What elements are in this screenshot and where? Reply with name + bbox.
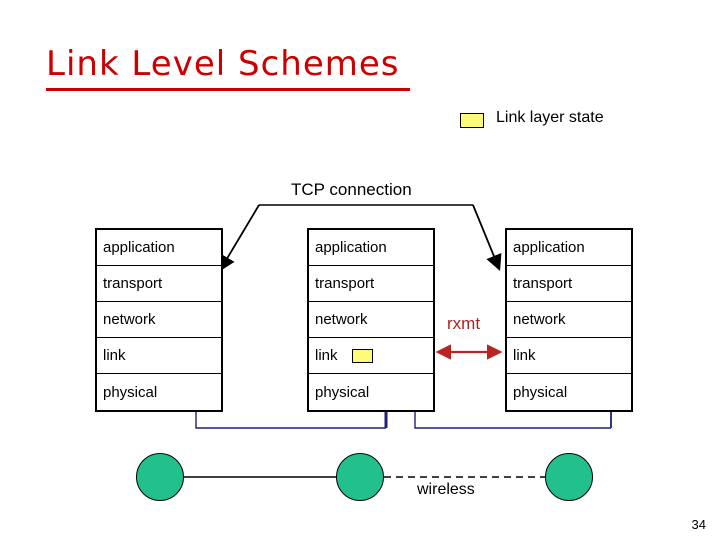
layer-label: link <box>513 347 536 364</box>
stack-layer: network <box>507 302 631 338</box>
layer-label: link <box>103 347 126 364</box>
stack-layer: physical <box>507 374 631 410</box>
layer-label: link <box>315 347 338 364</box>
layer-label: network <box>315 311 368 328</box>
page-number: 34 <box>691 517 706 532</box>
wireless-link-label: wireless <box>417 481 475 498</box>
layer-label: network <box>513 311 566 328</box>
stack-layer: link <box>97 338 221 374</box>
layer-label: application <box>103 239 175 256</box>
layer-label: application <box>513 239 585 256</box>
layer-label: transport <box>513 275 573 292</box>
layer-label: transport <box>103 275 163 292</box>
stack-layer: application <box>309 230 433 266</box>
protocol-stack-host-left: application transport network link physi… <box>95 228 223 412</box>
protocol-stack-host-right: application transport network link physi… <box>505 228 633 412</box>
stack-layer: application <box>97 230 221 266</box>
legend-label: Link layer state <box>496 109 604 126</box>
link-layer-state-swatch-icon <box>351 348 373 363</box>
stack-layer: transport <box>507 266 631 302</box>
tcp-connection-label: TCP connection <box>291 180 412 199</box>
stack-layer: physical <box>97 374 221 410</box>
page-title: Link Level Schemes <box>46 44 400 84</box>
stack-layer: network <box>309 302 433 338</box>
network-node-middle <box>336 453 384 501</box>
rxmt-label: rxmt <box>447 314 481 333</box>
stack-layer: link <box>309 338 433 374</box>
layer-label: application <box>315 239 387 256</box>
layer-label: physical <box>103 383 158 401</box>
network-node-right <box>545 453 593 501</box>
link-layer-state-swatch-icon <box>460 113 484 128</box>
stack-layer: transport <box>309 266 433 302</box>
stack-layer: network <box>97 302 221 338</box>
layer-label: transport <box>315 275 375 292</box>
protocol-stack-base-station: application transport network link physi… <box>307 228 435 412</box>
layer-label: physical <box>315 383 370 401</box>
layer-label: physical <box>513 383 568 401</box>
stack-layer: transport <box>97 266 221 302</box>
layer-label: network <box>103 311 156 328</box>
title-underline <box>46 88 410 91</box>
stack-layer: application <box>507 230 631 266</box>
stack-layer: link <box>507 338 631 374</box>
network-node-left <box>136 453 184 501</box>
stack-layer: physical <box>309 374 433 410</box>
